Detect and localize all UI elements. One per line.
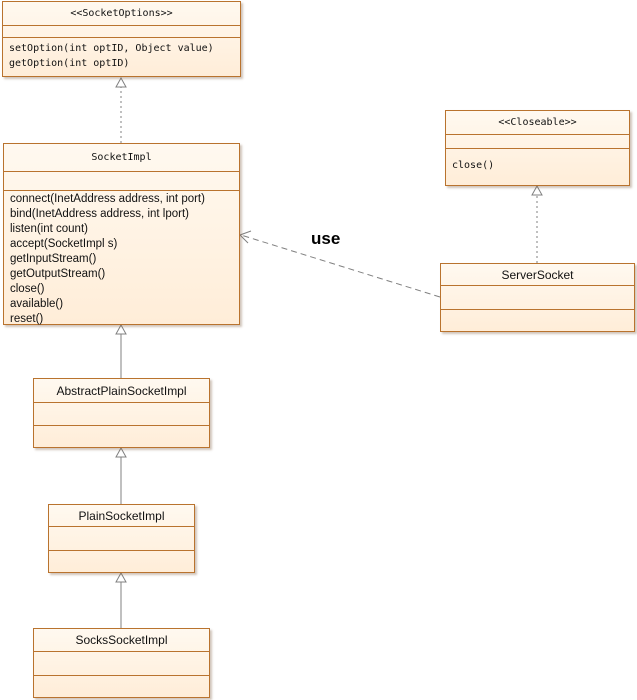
operations-compartment: connect(InetAddress address, int port) b… (4, 191, 239, 327)
class-name-serversocket: ServerSocket (441, 264, 634, 286)
attributes-compartment (3, 26, 240, 38)
hollow-arrowhead-icon (115, 76, 127, 88)
operation: accept(SocketImpl s) (10, 238, 118, 250)
operation: getOption(int optID) (9, 58, 130, 69)
operation: connect(InetAddress address, int port) (10, 193, 205, 205)
class-name-abstractplainsocketimpl: AbstractPlainSocketImpl (34, 379, 209, 403)
class-name-sockssocketimpl: SocksSocketImpl (34, 629, 209, 652)
class-name-socketoptions: <<SocketOptions>> (3, 2, 240, 26)
operation: getOutputStream() (10, 268, 106, 280)
operation: bind(InetAddress address, int lport) (10, 208, 189, 220)
operation: listen(int count) (10, 223, 88, 235)
operation: setOption(int optID, Object value) (9, 43, 214, 54)
class-box-closeable[interactable]: <<Closeable>> close() (445, 110, 630, 186)
operation: close() (10, 283, 45, 295)
operation: reset() (10, 313, 44, 325)
hollow-arrowhead-icon (115, 446, 127, 458)
attributes-compartment (446, 135, 629, 149)
operations-compartment: close() (446, 149, 629, 173)
operation: available() (10, 298, 64, 310)
attributes-compartment (34, 403, 209, 426)
attributes-compartment (49, 527, 194, 551)
class-box-socketimpl[interactable]: SocketImpl connect(InetAddress address, … (3, 143, 240, 325)
class-box-socketoptions[interactable]: <<SocketOptions>> setOption(int optID, O… (2, 1, 241, 77)
hollow-arrowhead-icon (531, 184, 543, 196)
dependency-label: use (311, 229, 341, 248)
class-box-serversocket[interactable]: ServerSocket (440, 263, 635, 332)
attributes-compartment (4, 172, 239, 191)
hollow-arrowhead-icon (115, 571, 127, 583)
class-box-sockssocketimpl[interactable]: SocksSocketImpl (33, 628, 210, 698)
attributes-compartment (34, 652, 209, 676)
dependency-serversocket-socketimpl (240, 234, 441, 298)
operation: getInputStream() (10, 253, 97, 265)
open-arrowhead-icon (239, 230, 252, 244)
operation: close() (452, 160, 495, 171)
class-box-abstractplainsocketimpl[interactable]: AbstractPlainSocketImpl (33, 378, 210, 448)
operations-compartment: setOption(int optID, Object value) getOp… (3, 38, 240, 71)
class-box-plainsocketimpl[interactable]: PlainSocketImpl (48, 504, 195, 573)
class-name-socketimpl: SocketImpl (4, 144, 239, 172)
class-name-closeable: <<Closeable>> (446, 111, 629, 135)
hollow-arrowhead-icon (115, 323, 127, 335)
attributes-compartment (441, 286, 634, 310)
class-name-plainsocketimpl: PlainSocketImpl (49, 505, 194, 527)
